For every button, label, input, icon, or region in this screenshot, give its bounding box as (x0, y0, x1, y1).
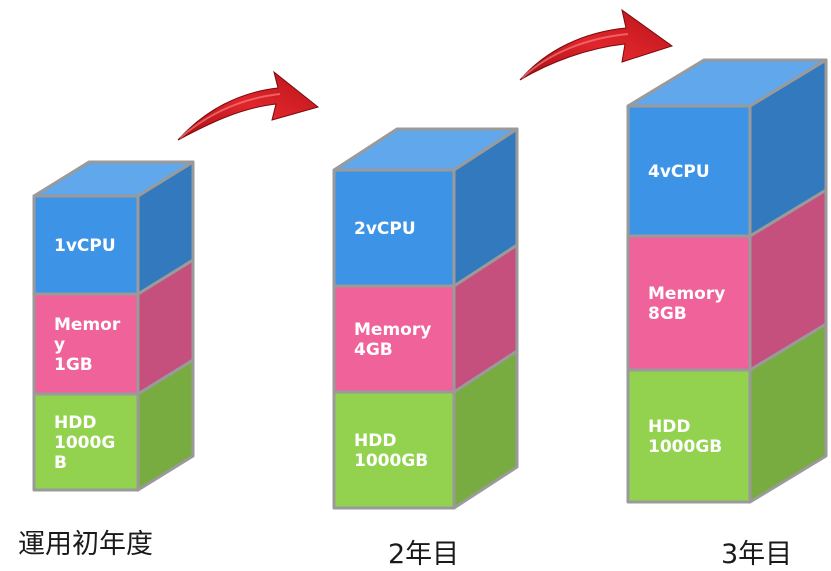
cpu-block-label: 2vCPU (354, 219, 416, 239)
memory-block-label: Memor (54, 315, 121, 335)
cpu-block-front (332, 168, 456, 288)
stage-caption-year-3: 3年目 (721, 539, 793, 570)
hdd-block-label: B (54, 453, 67, 473)
hdd-block-label: HDD (648, 417, 690, 437)
memory-block-label: Memory (648, 284, 725, 304)
stage-caption-year-2: 2年目 (388, 539, 460, 570)
cpu-block-front (626, 104, 752, 238)
hdd-block-label: 1000GB (648, 437, 722, 457)
hdd-block-label: 1000GB (354, 451, 428, 471)
curved-arrow-icon (177, 70, 320, 141)
cpu-block-label: 1vCPU (54, 236, 116, 256)
cpu-block: 4vCPU (626, 58, 828, 238)
cpu-block-front (32, 194, 140, 296)
memory-block-front (32, 292, 140, 396)
stage-caption-year-1: 運用初年度 (18, 529, 153, 560)
memory-block-label: 8GB (648, 304, 687, 324)
memory-block-label: 4GB (354, 340, 393, 360)
memory-block-label: y (54, 335, 65, 355)
memory-block-label: Memory (354, 320, 431, 340)
hdd-block-label: 1000G (54, 433, 115, 453)
cpu-block-label: 4vCPU (648, 162, 710, 182)
memory-block-label: 1GB (54, 355, 93, 375)
cpu-block: 1vCPU (32, 160, 195, 296)
hdd-block-label: HDD (354, 431, 396, 451)
cpu-block: 2vCPU (332, 127, 519, 288)
curved-arrow-icon (519, 8, 674, 81)
hdd-block-label: HDD (54, 413, 96, 433)
